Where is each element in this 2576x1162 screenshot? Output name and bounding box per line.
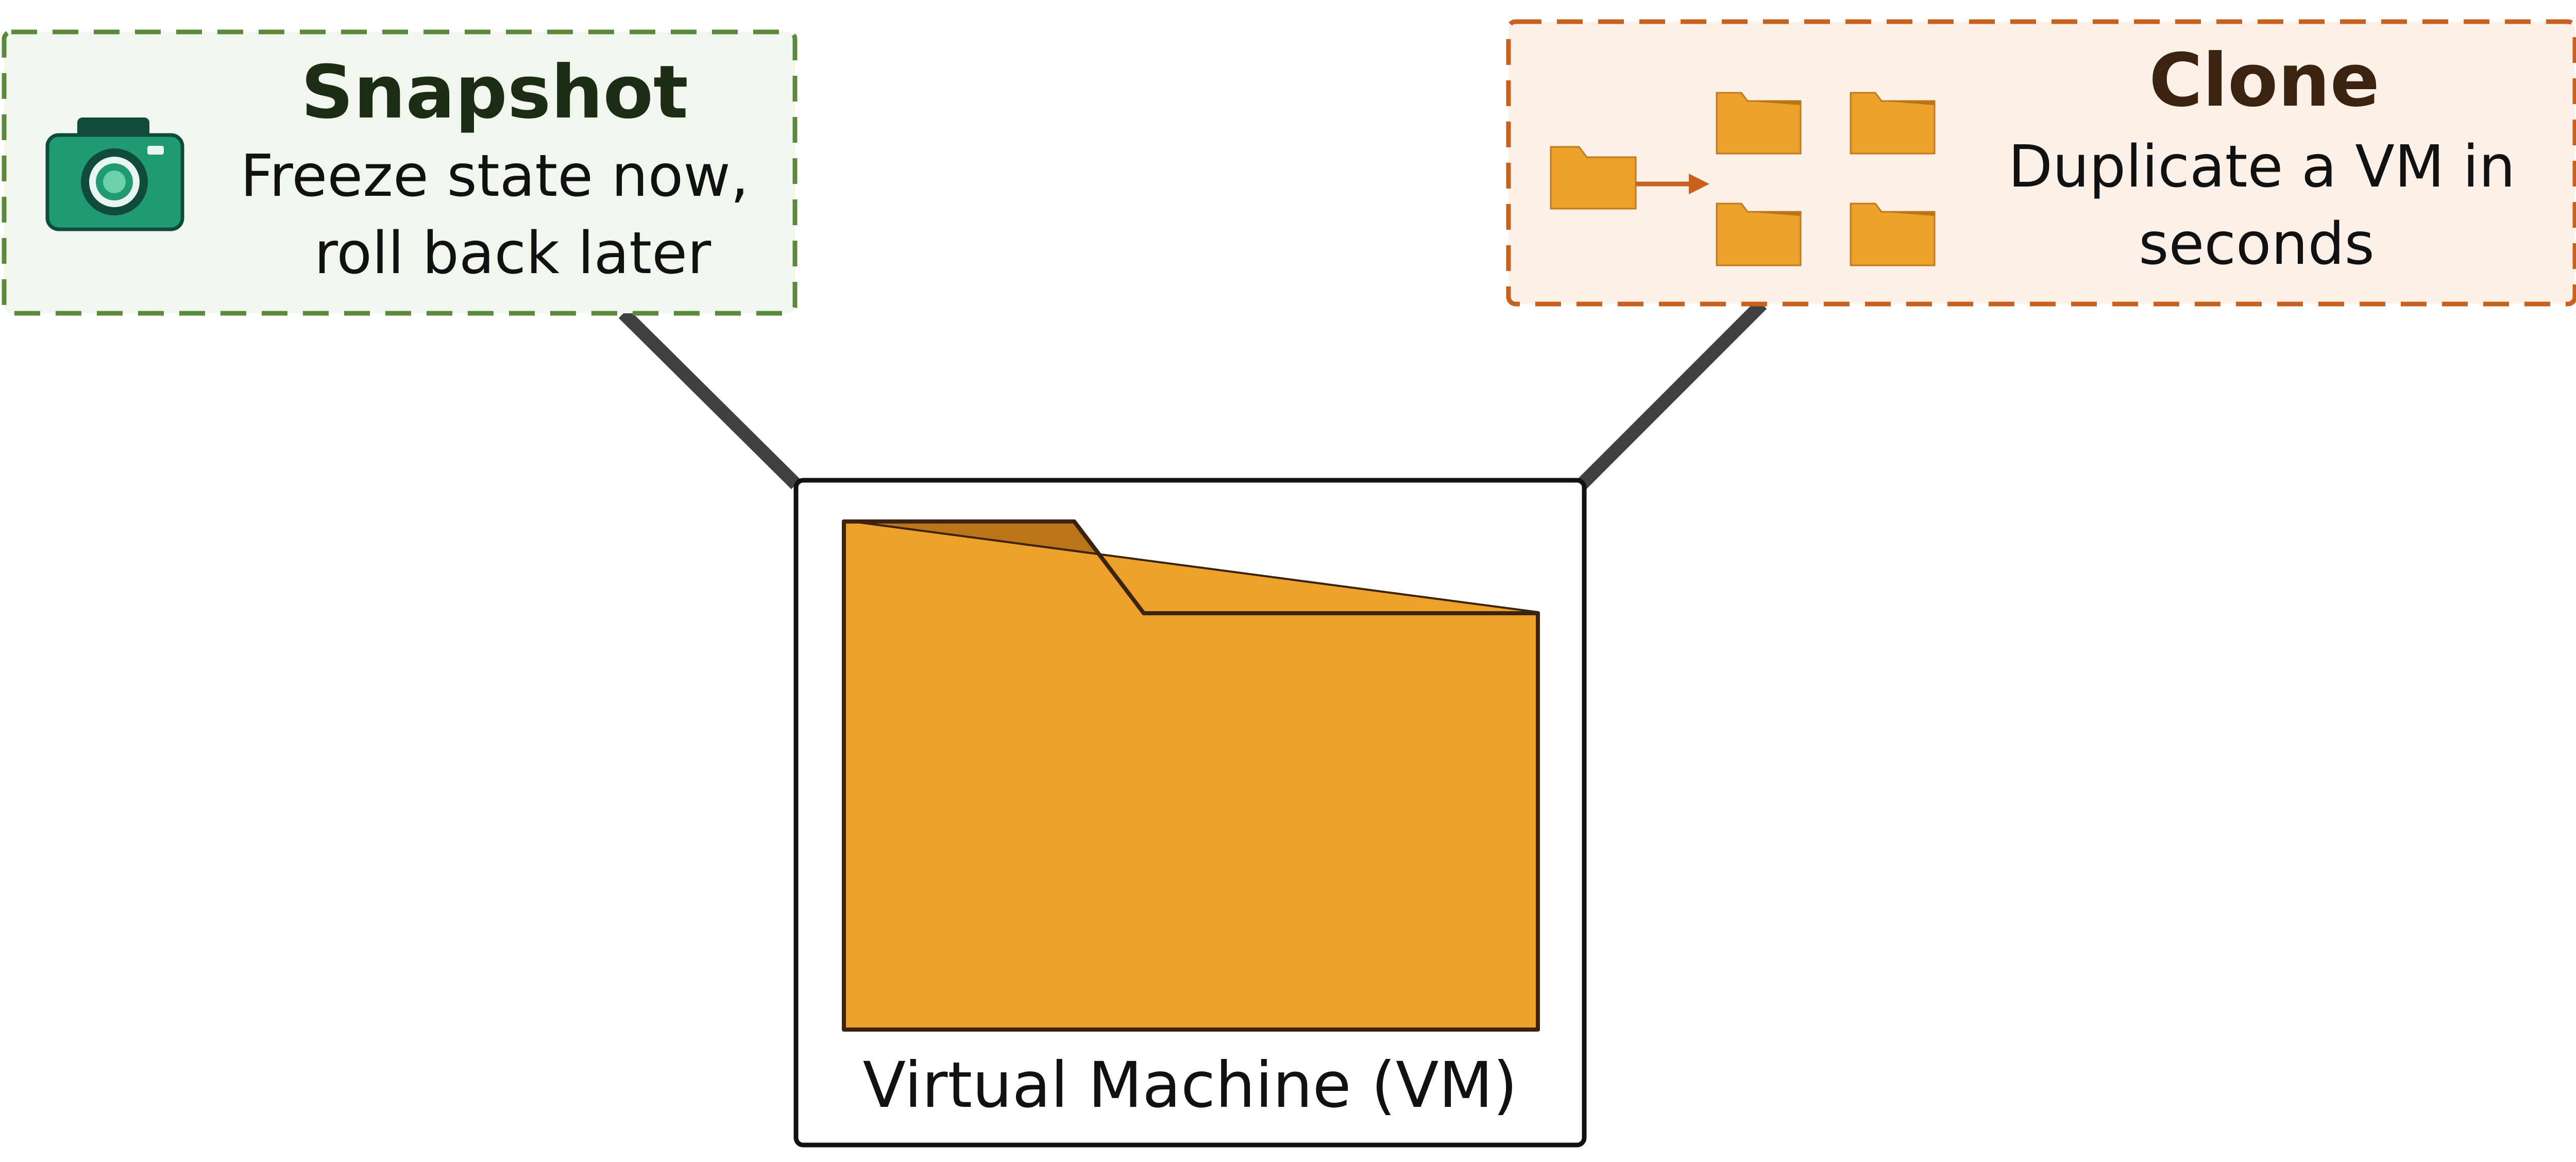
source-folder-icon [1550,146,1637,210]
snapshot-line-1: Freeze state now, [241,143,749,210]
snapshot-line-2: roll back later [314,220,711,287]
folder-icon [842,519,1540,1032]
snapshot-card-box [2,29,798,316]
clone-line-1: Duplicate a VM in [2008,133,2515,200]
folder-copies-icon [1550,92,1936,266]
snapshot-card: Snapshot Freeze state now, roll back lat… [2,29,798,316]
vm-box: Virtual Machine (VM) [793,478,1587,1148]
snapshot-connector [618,308,801,490]
clone-card: Clone Duplicate a VM in seconds [1506,19,2576,307]
camera-icon [45,117,184,231]
vm-label: Virtual Machine (VM) [863,1049,1518,1122]
clone-title: Clone [2149,38,2380,123]
clone-connector [1577,299,1767,490]
snapshot-title: Snapshot [301,50,688,135]
clone-line-2: seconds [2139,211,2375,278]
